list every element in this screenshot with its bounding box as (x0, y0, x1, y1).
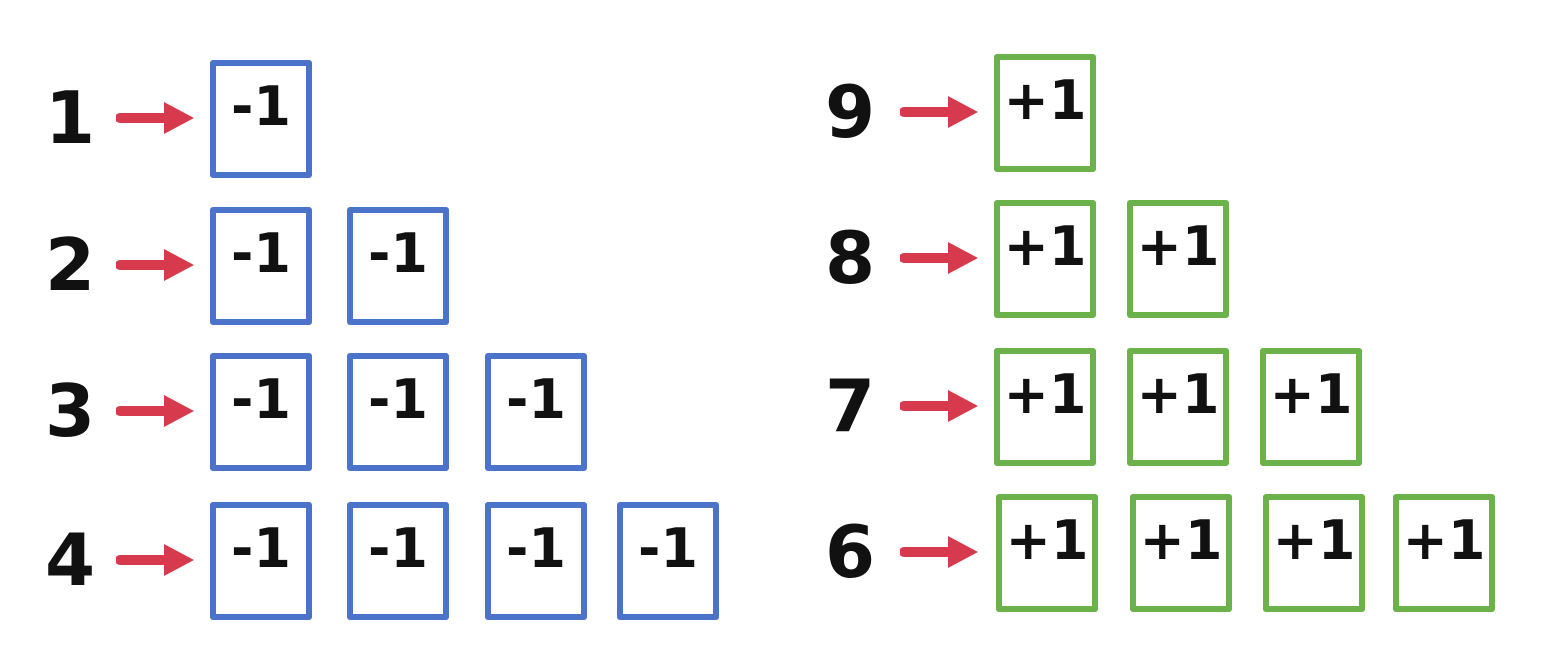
box-value: +1 (1005, 508, 1089, 572)
value-box: +1 (1130, 494, 1232, 612)
value-box: -1 (347, 502, 449, 620)
value-box: -1 (485, 502, 587, 620)
value-box: -1 (347, 353, 449, 471)
value-box: +1 (994, 54, 1096, 172)
box-value: +1 (1003, 214, 1087, 278)
value-box: +1 (1393, 494, 1495, 612)
value-box: -1 (210, 353, 312, 471)
box-value: -1 (506, 367, 566, 431)
box-value: +1 (1139, 508, 1223, 572)
arrow-icon (116, 542, 196, 578)
box-value: -1 (638, 516, 698, 580)
value-box: +1 (1127, 348, 1229, 466)
box-value: +1 (1003, 362, 1087, 426)
box-value: +1 (1272, 508, 1356, 572)
row-number: 1 (44, 76, 96, 160)
box-value: +1 (1136, 214, 1220, 278)
arrow-icon (116, 247, 196, 283)
box-value: -1 (368, 367, 428, 431)
box-value: +1 (1003, 68, 1087, 132)
value-box: +1 (1127, 200, 1229, 318)
row-number: 7 (824, 364, 876, 448)
box-value: -1 (231, 74, 291, 138)
box-value: +1 (1402, 508, 1486, 572)
row-number: 4 (44, 518, 96, 602)
value-box: -1 (617, 502, 719, 620)
value-box: +1 (994, 348, 1096, 466)
row-number: 9 (824, 70, 876, 154)
arrow-icon (900, 534, 980, 570)
box-value: -1 (506, 516, 566, 580)
value-box: +1 (1260, 348, 1362, 466)
row-number: 6 (824, 510, 876, 594)
value-box: -1 (210, 207, 312, 325)
arrow-icon (900, 388, 980, 424)
arrow-icon (116, 100, 196, 136)
box-value: -1 (231, 221, 291, 285)
row-number: 3 (44, 369, 96, 453)
box-value: -1 (231, 367, 291, 431)
value-box: -1 (210, 60, 312, 178)
arrow-icon (900, 94, 980, 130)
arrow-icon (116, 393, 196, 429)
value-box: +1 (996, 494, 1098, 612)
value-box: +1 (1263, 494, 1365, 612)
arrow-icon (900, 240, 980, 276)
box-value: +1 (1136, 362, 1220, 426)
value-box: -1 (485, 353, 587, 471)
box-value: -1 (231, 516, 291, 580)
value-box: -1 (347, 207, 449, 325)
value-box: -1 (210, 502, 312, 620)
row-number: 8 (824, 216, 876, 300)
row-number: 2 (44, 223, 96, 307)
box-value: +1 (1269, 362, 1353, 426)
box-value: -1 (368, 221, 428, 285)
box-value: -1 (368, 516, 428, 580)
value-box: +1 (994, 200, 1096, 318)
